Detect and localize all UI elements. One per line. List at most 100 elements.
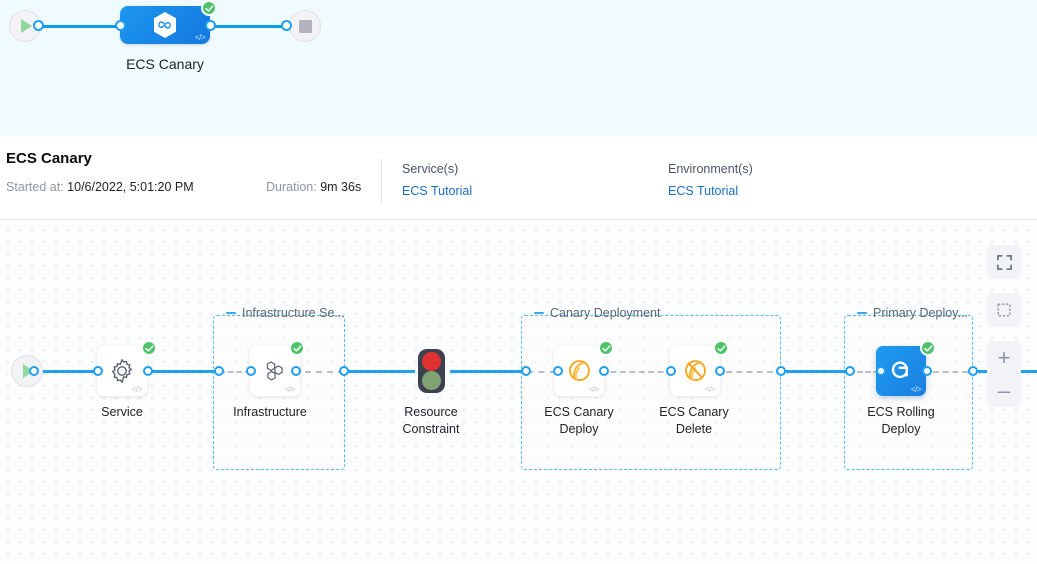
- code-tag: </>: [284, 385, 296, 394]
- link-resource-constraint-to-canary: [450, 370, 526, 373]
- minus-icon[interactable]: [534, 312, 544, 314]
- pipeline-minimap-strip: </> ECS Canary: [0, 0, 1037, 137]
- node-label-service: Service: [101, 405, 143, 419]
- status-badge-success: [289, 340, 305, 356]
- code-tag: </>: [910, 385, 922, 394]
- group-label-text: Primary Deploy...: [873, 306, 968, 320]
- minus-icon[interactable]: [226, 312, 236, 314]
- link-primary-group-in: [849, 371, 879, 373]
- page-title: ECS Canary: [6, 150, 92, 167]
- minimap-link-end: [210, 24, 285, 28]
- execution-info-bar: ECS Canary Started at: 10/6/2022, 5:01:2…: [0, 136, 1037, 220]
- minimap-start-port: [33, 20, 44, 31]
- port-start-out: [29, 366, 39, 376]
- minimap-end-port: [281, 20, 292, 31]
- node-label-line1: ECS Rolling: [867, 405, 935, 419]
- environments-title: Environment(s): [668, 162, 753, 176]
- link-to-resource-constraint: [341, 370, 415, 373]
- port-service-in: [93, 366, 103, 376]
- node-label-line2: Deploy: [559, 422, 599, 436]
- node-label-infrastructure: Infrastructure: [233, 405, 307, 419]
- node-label-ecs-canary-deploy: ECS Canary Deploy: [514, 404, 644, 438]
- started-at-row: Started at: 10/6/2022, 5:01:20 PM: [6, 180, 194, 194]
- marquee-select-button[interactable]: [987, 293, 1021, 327]
- node-label-line2: Constraint: [402, 422, 460, 436]
- link-canary-group-in: [527, 371, 556, 373]
- link-infrastructure-out: [294, 371, 344, 373]
- group-label-text: Infrastructure Se...: [242, 306, 345, 320]
- traffic-light-red-icon: [422, 352, 441, 371]
- code-tag: </>: [704, 385, 716, 394]
- node-label-line2: Delete: [675, 422, 713, 436]
- port-primary-group-out: [968, 366, 978, 376]
- minus-icon[interactable]: [857, 312, 867, 314]
- node-label-resource-constraint: Resource Constraint: [366, 404, 496, 438]
- node-label-line1: ECS Canary: [659, 405, 729, 419]
- link-canary-deploy-to-delete: [601, 371, 673, 373]
- environments-column: Environment(s) ECS Tutorial: [668, 162, 753, 198]
- zoom-controls[interactable]: + –: [987, 341, 1021, 407]
- fit-screen-icon: [996, 254, 1012, 270]
- stop-icon: [298, 19, 312, 33]
- minimap-pipeline-label: ECS Canary: [126, 56, 204, 72]
- zoom-in-label: +: [997, 344, 1011, 370]
- code-tag: </>: [131, 385, 143, 394]
- marquee-select-icon: [997, 303, 1011, 317]
- status-badge-success: [141, 340, 157, 356]
- link-service-to-group: [146, 370, 220, 373]
- node-label-ecs-canary-delete: ECS Canary Delete: [629, 404, 759, 438]
- port-infrastructure-in: [246, 366, 256, 376]
- port-infra-group-out: [339, 366, 349, 376]
- duration-row: Duration: 9m 36s: [266, 180, 361, 194]
- zoom-in-button[interactable]: +: [987, 341, 1021, 374]
- port-rolling-deploy-out: [922, 366, 932, 376]
- ecs-rolling-deploy-icon: [891, 361, 908, 379]
- info-divider: [381, 158, 382, 203]
- status-badge-success: [201, 0, 217, 16]
- minimap-link-start: [38, 24, 122, 28]
- port-rolling-deploy-in: [876, 366, 886, 376]
- port-canary-group-out: [776, 366, 786, 376]
- status-badge-success: [713, 340, 729, 356]
- services-link[interactable]: ECS Tutorial: [402, 184, 473, 198]
- node-resource-constraint[interactable]: [418, 349, 445, 393]
- code-tag: </>: [194, 33, 206, 42]
- play-icon: [23, 364, 34, 378]
- link-canary-delete-out: [716, 371, 783, 373]
- status-badge-success: [598, 340, 614, 356]
- code-tag: </>: [588, 385, 600, 394]
- node-ecs-canary-delete[interactable]: </>: [670, 346, 720, 396]
- services-title: Service(s): [402, 162, 459, 176]
- port-infra-group-in: [214, 366, 224, 376]
- harness-infinity-icon: [154, 12, 176, 38]
- status-badge-success: [920, 340, 936, 356]
- minimap-pipeline-out-port: [205, 20, 216, 31]
- hexagon-cluster-icon: [266, 361, 283, 381]
- port-canary-delete-in: [666, 366, 676, 376]
- minimap-pipeline-in-port: [115, 20, 126, 31]
- services-column: Service(s) ECS Tutorial: [402, 162, 472, 198]
- ecs-canary-delete-icon: [685, 360, 706, 382]
- fit-to-screen-button[interactable]: [987, 245, 1021, 279]
- marquee-select-hit[interactable]: [987, 293, 1021, 327]
- environments-link[interactable]: ECS Tutorial: [668, 184, 739, 198]
- zoom-out-label: –: [997, 377, 1011, 403]
- started-at-label: Started at:: [6, 180, 64, 194]
- zoom-out-button[interactable]: –: [987, 374, 1021, 407]
- node-label-line1: ECS Canary: [544, 405, 614, 419]
- play-icon: [21, 19, 32, 33]
- port-primary-group-in: [845, 366, 855, 376]
- link-start-to-service: [26, 370, 102, 373]
- port-service-out: [143, 366, 153, 376]
- node-label-line2: Deploy: [881, 422, 921, 436]
- minimap-pipeline-node[interactable]: </>: [120, 6, 210, 44]
- node-label-ecs-rolling-deploy: ECS Rolling Deploy: [836, 404, 966, 438]
- link-canary-to-primary: [780, 370, 852, 373]
- execution-graph-canvas[interactable]: Infrastructure Se... Canary Deployment P…: [0, 220, 1037, 564]
- started-at-value: 10/6/2022, 5:01:20 PM: [67, 180, 194, 194]
- duration-label: Duration:: [266, 180, 317, 194]
- node-service[interactable]: </>: [97, 346, 147, 396]
- node-label-line1: Resource: [404, 405, 458, 419]
- fit-to-screen-hit[interactable]: [987, 245, 1021, 279]
- minimap-end-node[interactable]: [289, 10, 321, 42]
